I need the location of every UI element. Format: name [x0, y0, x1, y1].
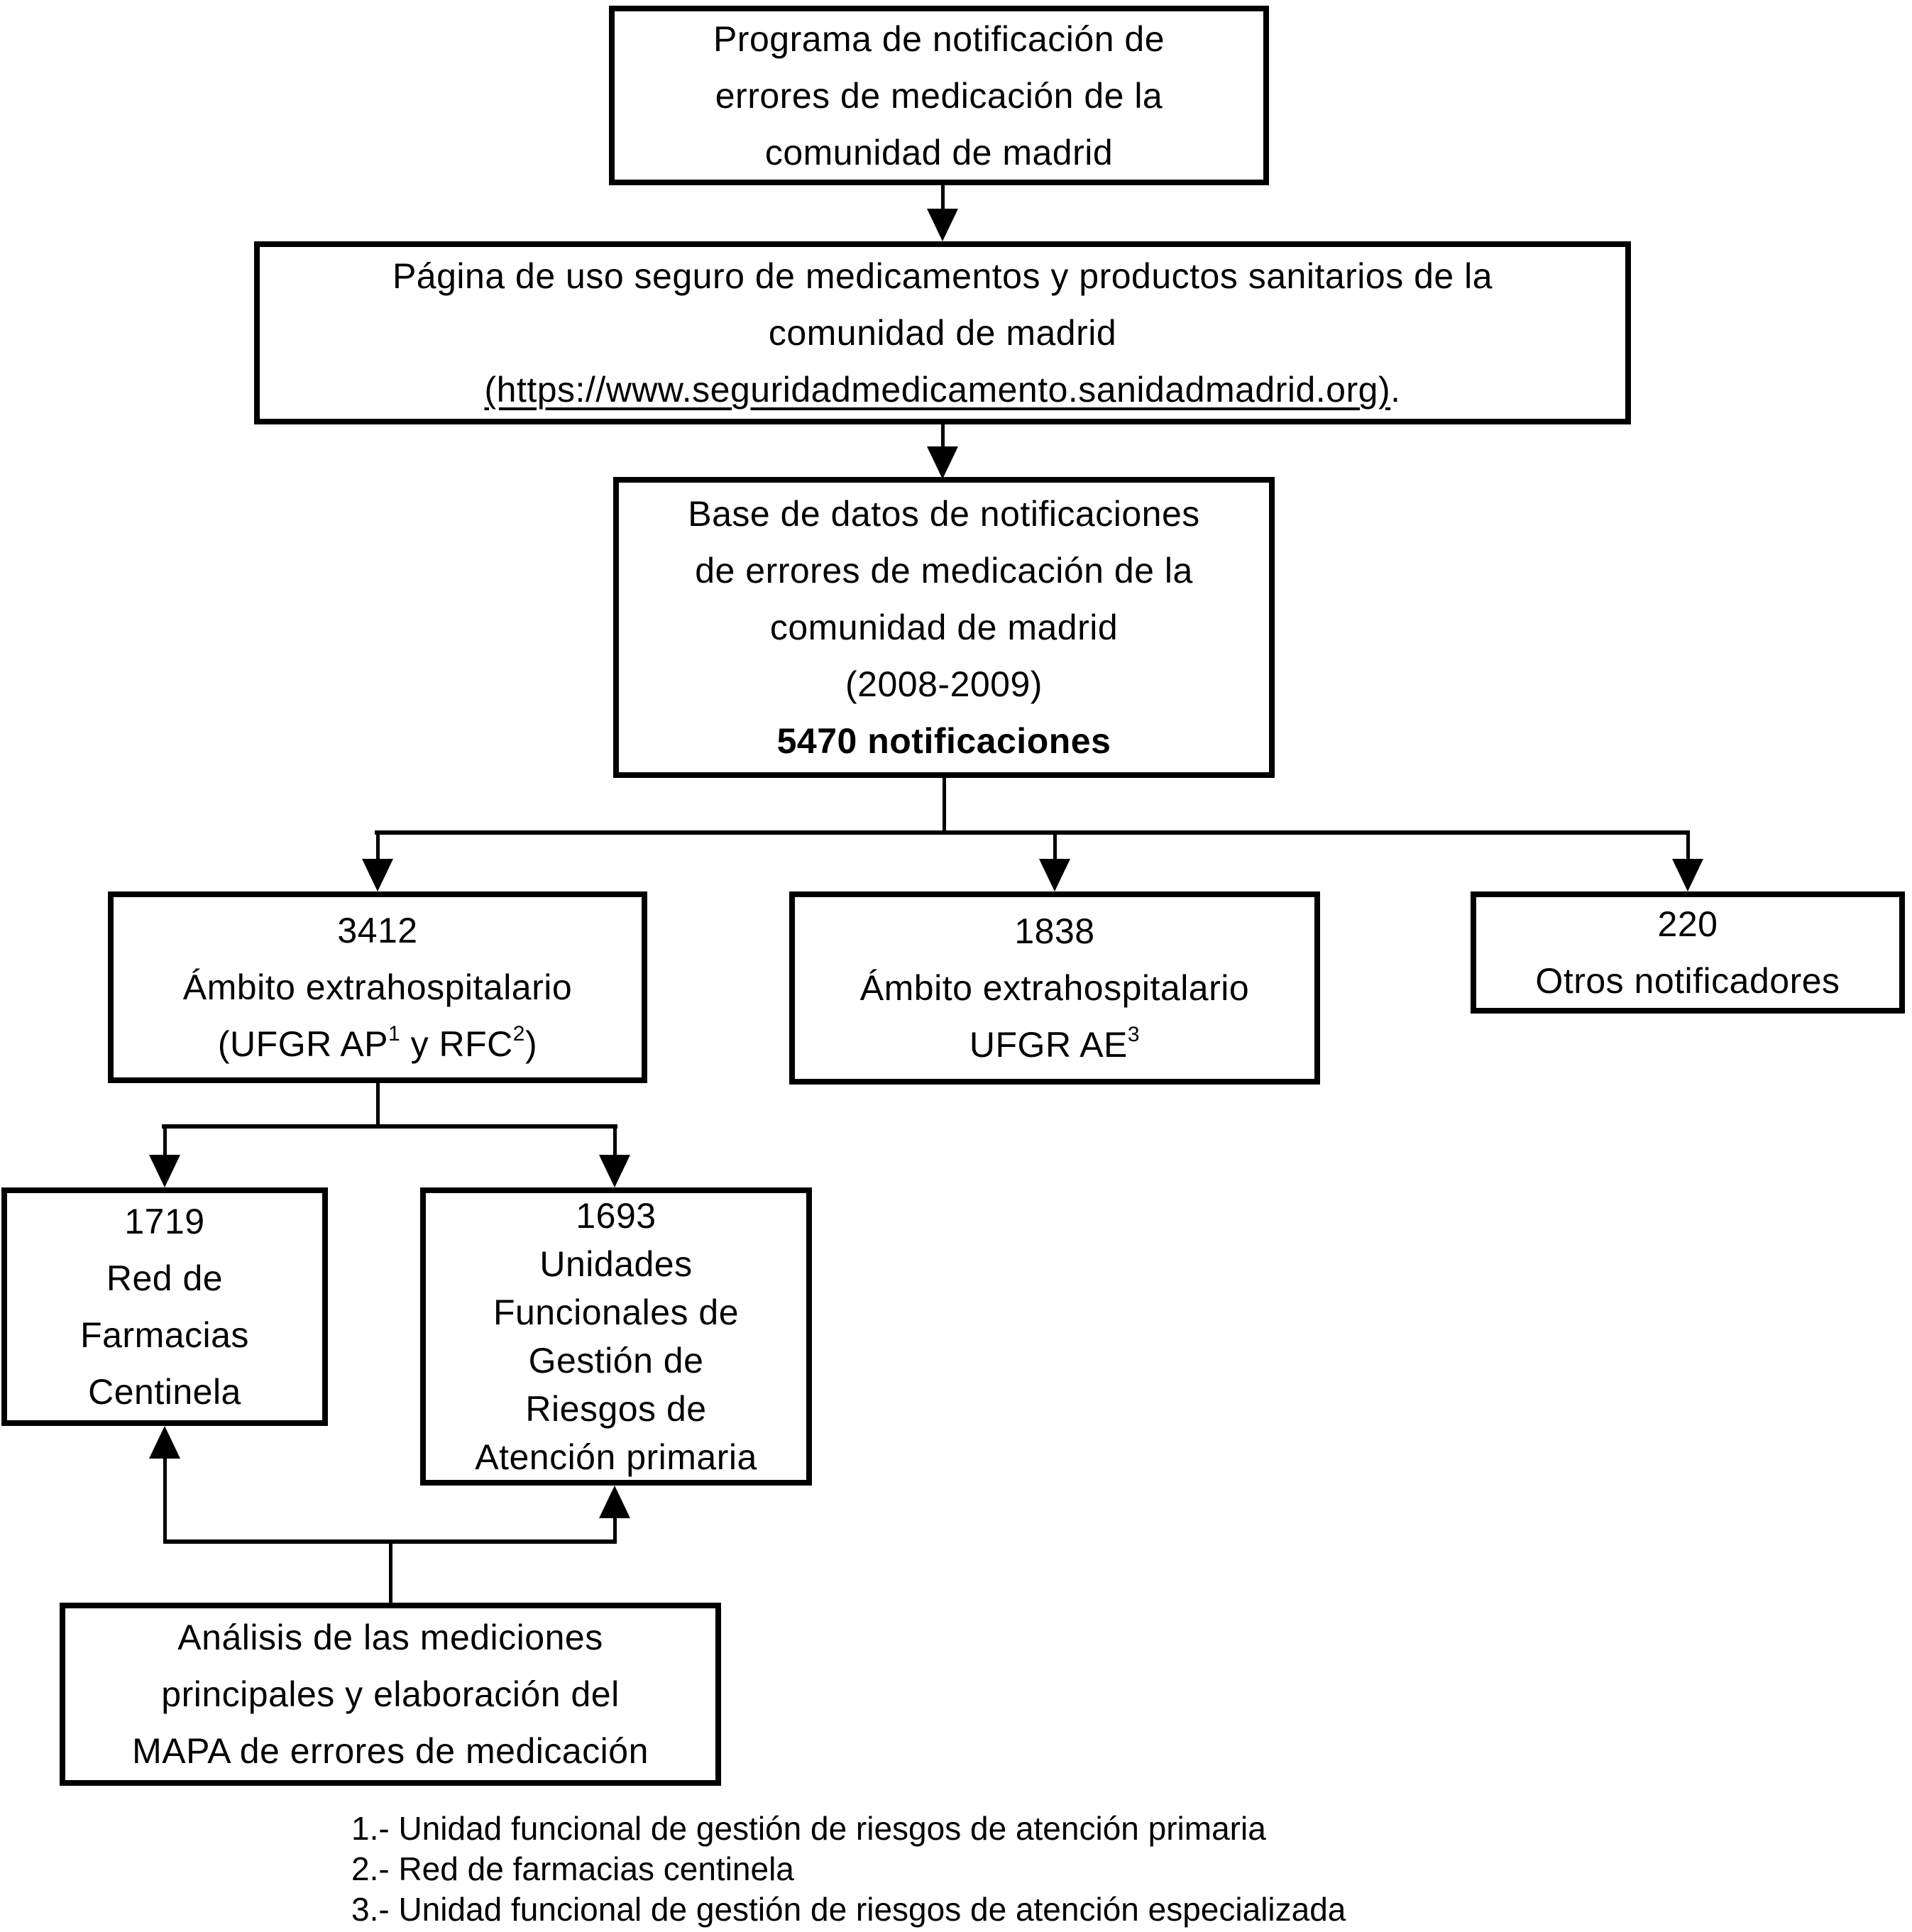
- otros-box: 220 Otros notificadores: [1471, 891, 1905, 1014]
- unidades-line: Atención primaria: [475, 1437, 757, 1477]
- unidades-line: Funcionales de: [493, 1292, 740, 1332]
- analisis-line: Análisis de las mediciones: [177, 1618, 603, 1657]
- pagina-box: Página de uso seguro de medicamentos y p…: [254, 241, 1631, 424]
- footnotes: 1.- Unidad funcional de gestión de riesg…: [351, 1808, 1346, 1930]
- connector-up-unidades-shaft: [613, 1518, 617, 1544]
- analisis-line: principales y elaboración del: [161, 1674, 620, 1714]
- connector-splitter-horizontal: [375, 830, 1690, 835]
- footnote-3: 3.- Unidad funcional de gestión de riesg…: [351, 1891, 1346, 1928]
- unidades-count: 1693: [576, 1196, 656, 1236]
- ambito-ap-count: 3412: [337, 911, 418, 950]
- programa-line: errores de medicación de la: [715, 75, 1163, 116]
- footnote-ref-1: 1: [388, 1022, 401, 1045]
- connector-up-farmacias-shaft: [163, 1459, 167, 1544]
- farmacias-line: Red de: [106, 1258, 224, 1298]
- ambito-ap-sublabel: (UFGR AP1 y RFC2): [217, 1022, 538, 1065]
- connector-subsplitter-stem: [376, 1083, 380, 1129]
- otros-label: Otros notificadores: [1535, 961, 1840, 1001]
- basedatos-line: comunidad de madrid: [769, 608, 1119, 647]
- ambito-ae-count: 1838: [1014, 911, 1095, 951]
- programa-line: Programa de notificación de: [713, 18, 1165, 59]
- basedatos-line: (2008-2009): [845, 664, 1043, 704]
- pagina-url-period: .: [1390, 370, 1401, 410]
- arrow-down-icon: [362, 859, 393, 891]
- farmacias-line: Centinela: [88, 1372, 241, 1412]
- analisis-line: MAPA de errores de medicación: [132, 1731, 649, 1771]
- connector-subsplitter-horizontal: [162, 1124, 617, 1129]
- farmacias-line: Farmacias: [80, 1315, 249, 1355]
- unidades-line: Unidades: [539, 1244, 693, 1284]
- arrow-up-icon: [149, 1426, 180, 1459]
- arrow-down-icon: [1672, 859, 1703, 891]
- ambito-ap-label: Ámbito extrahospitalario: [182, 967, 573, 1007]
- connector-drop-ap-shaft: [376, 835, 380, 862]
- connector-programa-pagina-shaft: [941, 185, 945, 214]
- connector-drop-ae-shaft: [1053, 835, 1057, 862]
- connector-analisis-stem: [389, 1544, 392, 1603]
- farmacias-count: 1719: [124, 1202, 205, 1241]
- footnote-ref-3: 3: [1127, 1023, 1141, 1046]
- unidades-line: Riesgos de: [525, 1389, 707, 1429]
- pagina-url-link[interactable]: (https://www.seguridadmedicamento.sanida…: [484, 370, 1391, 410]
- pagina-line: comunidad de madrid: [768, 313, 1117, 353]
- programa-line: comunidad de madrid: [764, 132, 1114, 172]
- connector-drop-farmacias-shaft: [163, 1129, 167, 1157]
- arrow-down-icon: [1039, 859, 1070, 891]
- connector-drop-otros-shaft: [1686, 835, 1690, 862]
- ambito-ap-box: 3412 Ámbito extrahospitalario (UFGR AP1 …: [108, 891, 647, 1083]
- footnote-ref-2: 2: [512, 1022, 525, 1045]
- programa-box: Programa de notificación de errores de m…: [609, 6, 1269, 185]
- arrow-down-icon: [927, 446, 958, 479]
- unidades-box: 1693 Unidades Funcionales de Gestión de …: [420, 1187, 812, 1486]
- farmacias-box: 1719 Red de Farmacias Centinela: [1, 1187, 328, 1426]
- arrow-down-icon: [149, 1155, 180, 1187]
- unidades-line: Gestión de: [528, 1341, 704, 1381]
- ambito-ae-sublabel: UFGR AE3: [969, 1023, 1141, 1065]
- arrow-down-icon: [927, 209, 958, 241]
- footnote-2: 2.- Red de farmacias centinela: [351, 1850, 794, 1887]
- basedatos-line: Base de datos de notificaciones: [688, 494, 1200, 534]
- footnote-1: 1.- Unidad funcional de gestión de riesg…: [351, 1810, 1266, 1847]
- connector-analisis-horizontal: [163, 1539, 617, 1544]
- pagina-url-line: (https://www.seguridadmedicamento.sanida…: [484, 361, 1400, 418]
- ambito-ae-label: Ámbito extrahospitalario: [859, 968, 1250, 1008]
- ambito-ae-box: 1838 Ámbito extrahospitalario UFGR AE3: [789, 891, 1320, 1085]
- connector-drop-unidades-shaft: [613, 1129, 617, 1157]
- analisis-box: Análisis de las mediciones principales y…: [60, 1603, 721, 1786]
- arrow-down-icon: [599, 1155, 630, 1187]
- connector-pagina-basedatos-shaft: [941, 424, 945, 452]
- basedatos-total-count: 5470 notificaciones: [776, 721, 1111, 761]
- basedatos-box: Base de datos de notificaciones de error…: [613, 477, 1275, 778]
- basedatos-line: de errores de medicación de la: [695, 551, 1193, 591]
- connector-splitter-stem: [943, 778, 946, 835]
- pagina-line: Página de uso seguro de medicamentos y p…: [392, 256, 1493, 296]
- arrow-up-icon: [599, 1486, 630, 1518]
- otros-count: 220: [1657, 904, 1718, 944]
